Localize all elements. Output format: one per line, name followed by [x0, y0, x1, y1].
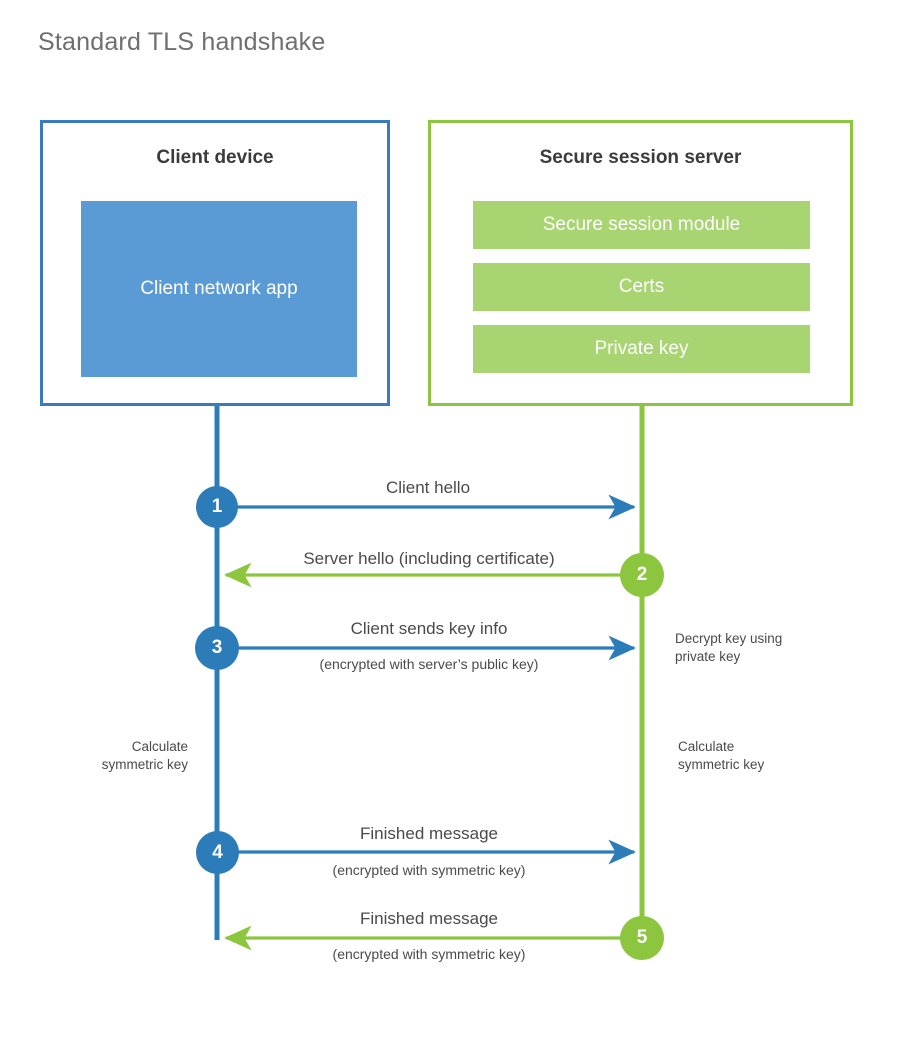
- client-calculate-symmetric-key-note: Calculate symmetric key: [101, 739, 188, 773]
- step-3-sublabel: (encrypted with server’s public key): [319, 656, 539, 672]
- page-title: Standard TLS handshake: [38, 28, 326, 56]
- server-block-certs: Certs: [473, 263, 810, 311]
- client-device-box: Client device Client network app: [40, 120, 390, 406]
- step-5-sublabel: (encrypted with symmetric key): [332, 946, 526, 962]
- step-4-label: Finished message: [360, 824, 498, 843]
- step-circle-5[interactable]: 5: [620, 916, 664, 960]
- secure-session-server-box: Secure session server Secure session mod…: [428, 120, 853, 406]
- step-2-label: Server hello (including certificate): [303, 549, 555, 568]
- step-circle-4[interactable]: 4: [196, 831, 239, 874]
- step-circle-3[interactable]: 3: [195, 626, 239, 670]
- step-circle-1[interactable]: 1: [196, 486, 238, 528]
- step-3-label: Client sends key info: [350, 619, 508, 638]
- client-network-app-block: Client network app: [81, 201, 357, 377]
- step-1-label: Client hello: [385, 478, 471, 497]
- server-block-secure-session-module: Secure session module: [473, 201, 810, 249]
- server-block-private-key: Private key: [473, 325, 810, 373]
- step-circle-2[interactable]: 2: [620, 553, 664, 597]
- client-device-title: Client device: [156, 147, 274, 168]
- server-calculate-symmetric-key-note: Calculate symmetric key: [678, 739, 765, 773]
- secure-session-server-title: Secure session server: [539, 147, 742, 168]
- step-4-sublabel: (encrypted with symmetric key): [332, 862, 526, 878]
- step-5-label: Finished message: [360, 909, 498, 928]
- server-decrypt-note: Decrypt key using private key: [675, 631, 783, 665]
